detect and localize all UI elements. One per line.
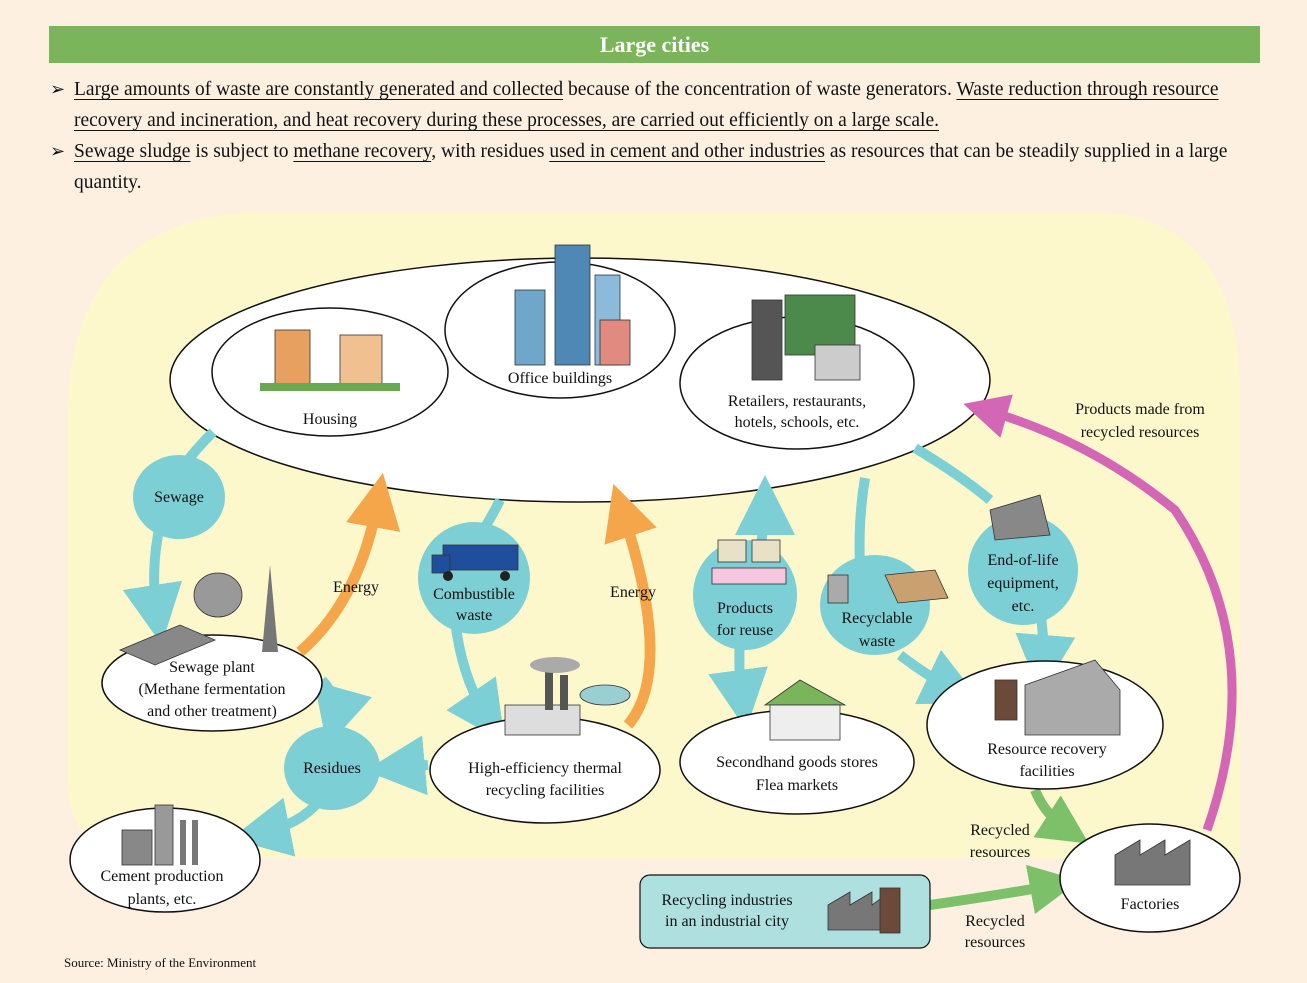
arrow-plant-to-residues bbox=[314, 676, 372, 747]
arrow-sewage-to-plant bbox=[122, 523, 183, 645]
eol-label-line1: End-of-life bbox=[987, 552, 1059, 569]
industry-factory-icon bbox=[827, 887, 901, 934]
bullet-item: ➢ Large amounts of waste are constantly g… bbox=[50, 74, 1265, 136]
eol-label-line2: equipment, bbox=[987, 575, 1059, 592]
recycled-lower-label-line2: resources bbox=[964, 934, 1026, 951]
energy-label-left: Energy bbox=[333, 579, 379, 596]
cement-plant-icon bbox=[121, 804, 198, 866]
cans-and-box-icon bbox=[827, 569, 949, 604]
recycling-industries-label-line2: in an industrial city bbox=[665, 913, 789, 930]
arrow-industry-to-factories bbox=[929, 864, 1080, 915]
office-label: Office buildings bbox=[507, 370, 613, 387]
eol-node bbox=[968, 515, 1078, 625]
thermal-label-line2: recycling facilities bbox=[485, 782, 605, 799]
bullet-arrow-icon: ➢ bbox=[50, 79, 66, 99]
bullet-list: ➢ Large amounts of waste are constantly g… bbox=[50, 74, 1265, 198]
recycling-industries-label-line1: Recycling industries bbox=[661, 892, 793, 909]
housing-label: Housing bbox=[302, 411, 358, 428]
retailers-label-line1: Retailers, restaurants, bbox=[727, 393, 867, 410]
combustible-label-line2: waste bbox=[455, 607, 493, 624]
bullet-text: used in cement and other industries bbox=[549, 141, 825, 162]
recycled-upper-label-line2: resources bbox=[969, 844, 1031, 861]
arrow-factories-to-city bbox=[963, 394, 1237, 832]
products-reuse-label-line1: Products bbox=[717, 600, 773, 617]
products-reuse-label-line2: for reuse bbox=[716, 622, 774, 639]
truck-icon bbox=[431, 544, 519, 581]
recyclable-label-line1: Recyclable bbox=[841, 610, 913, 627]
combustible-label-line1: Combustible bbox=[433, 586, 515, 603]
arrow-thermal-to-residues bbox=[365, 735, 429, 796]
computers-icon bbox=[711, 539, 787, 585]
sewage-plant-icon bbox=[118, 565, 278, 666]
thermal-label-line1: High-efficiency thermal bbox=[468, 760, 622, 777]
cement-label-line2: plants, etc. bbox=[127, 891, 197, 908]
products-reuse-node bbox=[693, 540, 797, 650]
housing-icon bbox=[260, 329, 400, 391]
recycled-lower-label-line1: Recycled bbox=[965, 913, 1025, 930]
recovery-facility-icon bbox=[994, 659, 1121, 736]
bullet-text: Large amounts of waste are constantly ge… bbox=[74, 79, 564, 100]
sewage-node bbox=[133, 455, 225, 539]
retailers-label-line2: hotels, schools, etc. bbox=[734, 414, 860, 431]
scrap-equipment-icon bbox=[989, 494, 1051, 541]
factory-icon bbox=[1114, 839, 1191, 886]
sewage-plant-label-line1: Sewage plant bbox=[169, 659, 255, 676]
office-buildings-icon bbox=[514, 244, 631, 366]
bullet-arrow-icon: ➢ bbox=[50, 141, 66, 161]
bullet-text: methane recovery bbox=[293, 141, 432, 162]
bullet-text: as resources that can be steadily suppli… bbox=[74, 141, 1228, 193]
secondhand-label-line2: Flea markets bbox=[755, 777, 839, 794]
residues-label: Residues bbox=[303, 760, 361, 777]
factories-label: Factories bbox=[1120, 896, 1180, 913]
bullet-text: Sewage sludge bbox=[74, 141, 191, 162]
resource-recovery-label-line1: Resource recovery bbox=[987, 741, 1107, 758]
arrow-city-to-eol bbox=[912, 443, 994, 504]
secondhand-store-icon bbox=[763, 679, 847, 741]
retail-buildings-icon bbox=[751, 294, 861, 381]
energy-label-right: Energy bbox=[610, 584, 656, 601]
cement-label-line1: Cement production bbox=[100, 868, 224, 885]
bullet-text: , with residues bbox=[431, 141, 550, 162]
products-made-label-line2: recycled resources bbox=[1080, 424, 1200, 441]
residues-node bbox=[284, 726, 380, 810]
bullet-text: Waste reduction through resource recover… bbox=[74, 79, 1219, 131]
sewage-plant-label-line3: and other treatment) bbox=[147, 703, 277, 720]
bullet-text: is subject to bbox=[190, 141, 294, 162]
page-title: Large cities bbox=[49, 26, 1260, 63]
bullet-item: ➢ Sewage sludge is subject to methane rec… bbox=[50, 136, 1265, 198]
sewage-plant-label-line2: (Methane fermentation bbox=[138, 681, 286, 698]
source-note: Source: Ministry of the Environment bbox=[64, 955, 257, 970]
arrow-city-to-recyclable bbox=[854, 477, 870, 566]
recycled-upper-label-line1: Recycled bbox=[970, 822, 1030, 839]
arrow-recovery-to-factories bbox=[1030, 788, 1089, 844]
eol-label-line3: etc. bbox=[1011, 598, 1035, 615]
sewage-label: Sewage bbox=[154, 489, 204, 506]
housing-node bbox=[211, 307, 449, 437]
bullet-text: because of the concentration of waste ge… bbox=[563, 79, 957, 100]
secondhand-label-line1: Secondhand goods stores bbox=[716, 754, 878, 771]
products-made-label-line1: Products made from bbox=[1075, 401, 1205, 418]
energy-arrow-left bbox=[296, 472, 401, 657]
recyclable-label-line2: waste bbox=[858, 633, 896, 650]
resource-recovery-label-line2: facilities bbox=[1019, 763, 1075, 780]
arrow-combustible-to-thermal bbox=[446, 619, 505, 743]
energy-arrow-right bbox=[604, 483, 657, 729]
incinerator-icon bbox=[504, 657, 631, 736]
